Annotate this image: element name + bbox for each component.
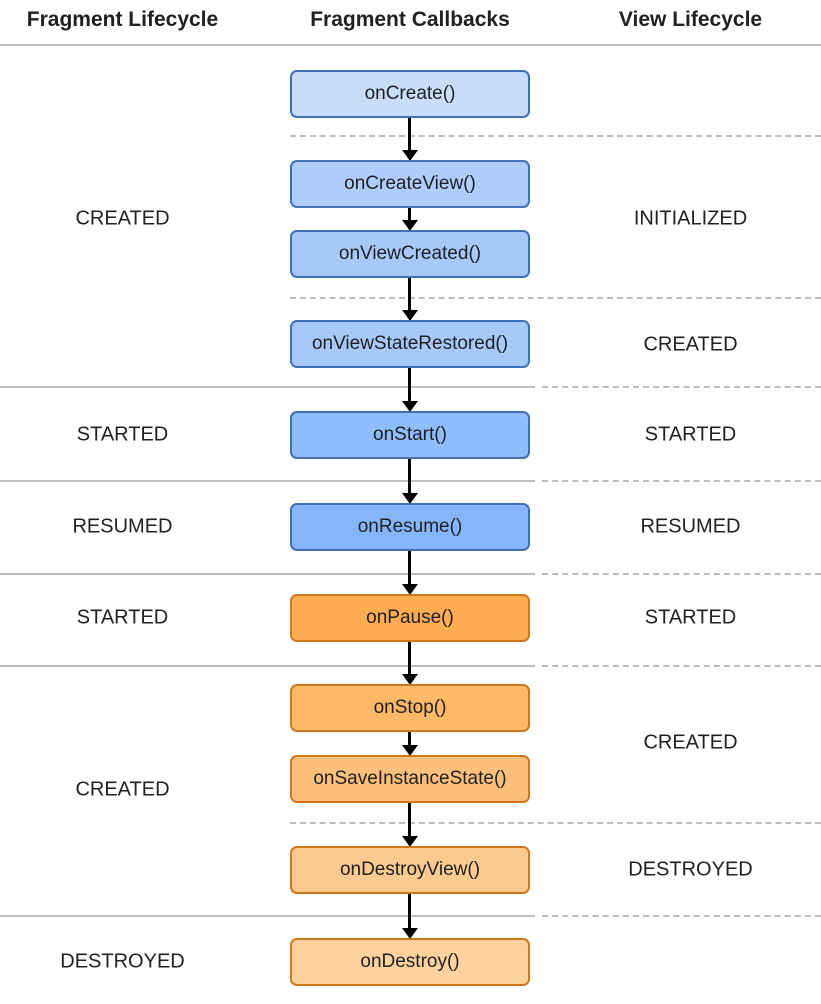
- callback-box: onResume(): [290, 503, 530, 551]
- separator-dashed-wide: [290, 135, 821, 137]
- view-state-label: CREATED: [643, 333, 738, 356]
- callback-box: onViewStateRestored(): [290, 320, 530, 368]
- separator-solid: [0, 665, 535, 667]
- flow-arrow: [408, 459, 411, 495]
- callback-box: onPause(): [290, 594, 530, 642]
- separator-dashed-wide: [290, 822, 821, 824]
- flow-arrow: [408, 278, 411, 312]
- callback-box: onCreateView(): [290, 160, 530, 208]
- callback-box: onDestroy(): [290, 938, 530, 986]
- flow-arrow: [408, 894, 411, 930]
- fragment-state-label: CREATED: [75, 207, 170, 230]
- flow-arrow: [408, 642, 411, 676]
- flow-arrow: [408, 208, 411, 222]
- callback-box: onDestroyView(): [290, 846, 530, 894]
- callback-box: onStop(): [290, 684, 530, 732]
- view-state-label: INITIALIZED: [633, 207, 748, 230]
- fragment-state-label: STARTED: [76, 606, 169, 629]
- flow-arrow: [408, 732, 411, 747]
- callback-box: onStart(): [290, 411, 530, 459]
- flow-arrow: [408, 803, 411, 838]
- separator-dashed-wide: [290, 297, 821, 299]
- fragment-state-label: DESTROYED: [60, 950, 185, 973]
- separator-dashed-right: [542, 386, 821, 388]
- separator-solid: [0, 573, 535, 575]
- separator-solid: [0, 480, 535, 482]
- column-header-fragment-callbacks: Fragment Callbacks: [310, 8, 510, 31]
- view-state-label: STARTED: [644, 423, 737, 446]
- separator-dashed-right: [542, 665, 821, 667]
- column-header-view-lifecycle: View Lifecycle: [618, 8, 763, 31]
- view-state-label: STARTED: [644, 606, 737, 629]
- flow-arrow: [408, 368, 411, 403]
- separator-dashed-right: [542, 915, 821, 917]
- separator-dashed-right: [542, 480, 821, 482]
- fragment-state-label: RESUMED: [72, 515, 173, 538]
- flow-arrow: [408, 118, 411, 152]
- column-header-fragment-lifecycle: Fragment Lifecycle: [26, 8, 219, 31]
- fragment-state-label: STARTED: [76, 423, 169, 446]
- separator-solid: [0, 915, 535, 917]
- separator-dashed-right: [542, 573, 821, 575]
- callback-box: onSaveInstanceState(): [290, 755, 530, 803]
- header-separator: [0, 44, 821, 46]
- view-state-label: CREATED: [643, 731, 738, 754]
- fragment-state-label: CREATED: [75, 778, 170, 801]
- callback-box: onViewCreated(): [290, 230, 530, 278]
- flow-arrow: [408, 551, 411, 586]
- separator-solid: [0, 386, 535, 388]
- view-state-label: DESTROYED: [628, 858, 753, 881]
- callback-box: onCreate(): [290, 70, 530, 118]
- view-state-label: RESUMED: [640, 515, 741, 538]
